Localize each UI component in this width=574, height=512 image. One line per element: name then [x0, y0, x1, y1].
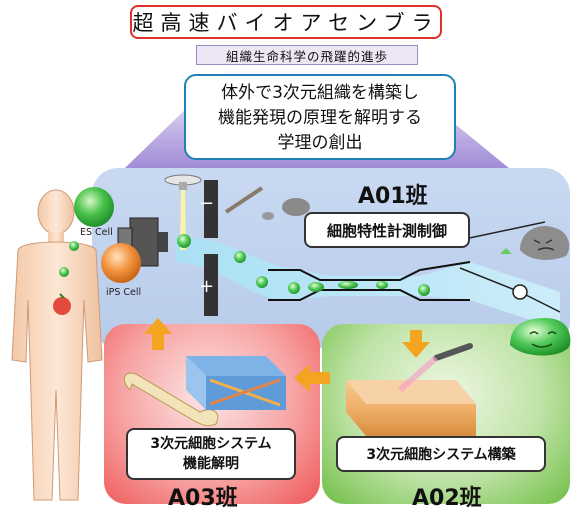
- green-cell-face-icon: [510, 318, 571, 356]
- cell-dot: [500, 248, 512, 254]
- probe-line-2: [459, 267, 521, 293]
- minus-sign: −: [199, 193, 214, 214]
- cell-dot: [234, 251, 246, 263]
- a03-label-line-2: 機能解明: [183, 456, 239, 472]
- cell-dot: [338, 281, 358, 289]
- a03-label: 3次元細胞システム 機能解明: [126, 428, 296, 480]
- camera-icon: [129, 217, 159, 267]
- probe-line-1: [459, 221, 546, 241]
- fluid-channel: [176, 237, 560, 330]
- es-cell-icon: [74, 187, 114, 227]
- a03-title: A03班: [168, 486, 238, 511]
- a02-label: 3次元細胞システム構築: [336, 436, 546, 472]
- needle-icon: [224, 186, 264, 214]
- pebble-small-icon: [262, 212, 274, 220]
- arrow-a02-to-a03: [294, 364, 330, 392]
- cell-dot: [376, 281, 388, 289]
- goal-statement: 体外で3次元組織を構築し 機能発現の原理を解明する 学理の創出: [184, 74, 456, 160]
- bone-icon: [123, 372, 219, 427]
- electrode-top: [204, 180, 218, 238]
- fiber-bundle-icon: [186, 356, 286, 410]
- organ-icon: [53, 297, 71, 315]
- bead-icon: [512, 284, 528, 300]
- pebble-icon: [282, 198, 310, 216]
- a03-label-line-1: 3次元細胞システム: [150, 436, 272, 452]
- small-cell-icon: [69, 241, 79, 251]
- es-cell-label: ES Cell: [80, 227, 113, 238]
- goal-line-1: 体外で3次元組織を構築し: [221, 82, 419, 103]
- channel-outline: [268, 261, 471, 301]
- main-title: 超高速バイオアセンブラ: [130, 5, 442, 39]
- cell-dot: [288, 282, 300, 294]
- ips-cell-label: iPS Cell: [106, 287, 142, 298]
- arrow-a02-to-a01: [402, 330, 430, 358]
- a01-title: A01班: [358, 184, 428, 209]
- electrode-bottom: [204, 254, 218, 316]
- a01-panel: [92, 168, 570, 348]
- a01-label: 細胞特性計測制御: [304, 212, 470, 248]
- goal-line-3: 学理の創出: [277, 132, 363, 153]
- cell-dot: [256, 276, 268, 288]
- ips-cell-icon: [101, 243, 141, 283]
- plus-sign: +: [199, 276, 214, 297]
- a02-title: A02班: [412, 486, 482, 511]
- cell-dot: [308, 282, 324, 292]
- goal-line-2: 機能発現の原理を解明する: [218, 107, 422, 128]
- human-body-icon: [11, 189, 103, 501]
- subtitle: 組織生命科学の飛躍的進歩: [196, 45, 418, 65]
- arrow-a03-to-a01: [144, 318, 172, 350]
- cell-dot: [418, 284, 430, 296]
- cell-dot: [177, 234, 191, 248]
- gray-cell-face-icon: [520, 226, 570, 260]
- laser-pen-icon: [433, 343, 473, 361]
- lamp-stem: [179, 182, 187, 190]
- small-cell-icon: [59, 267, 69, 277]
